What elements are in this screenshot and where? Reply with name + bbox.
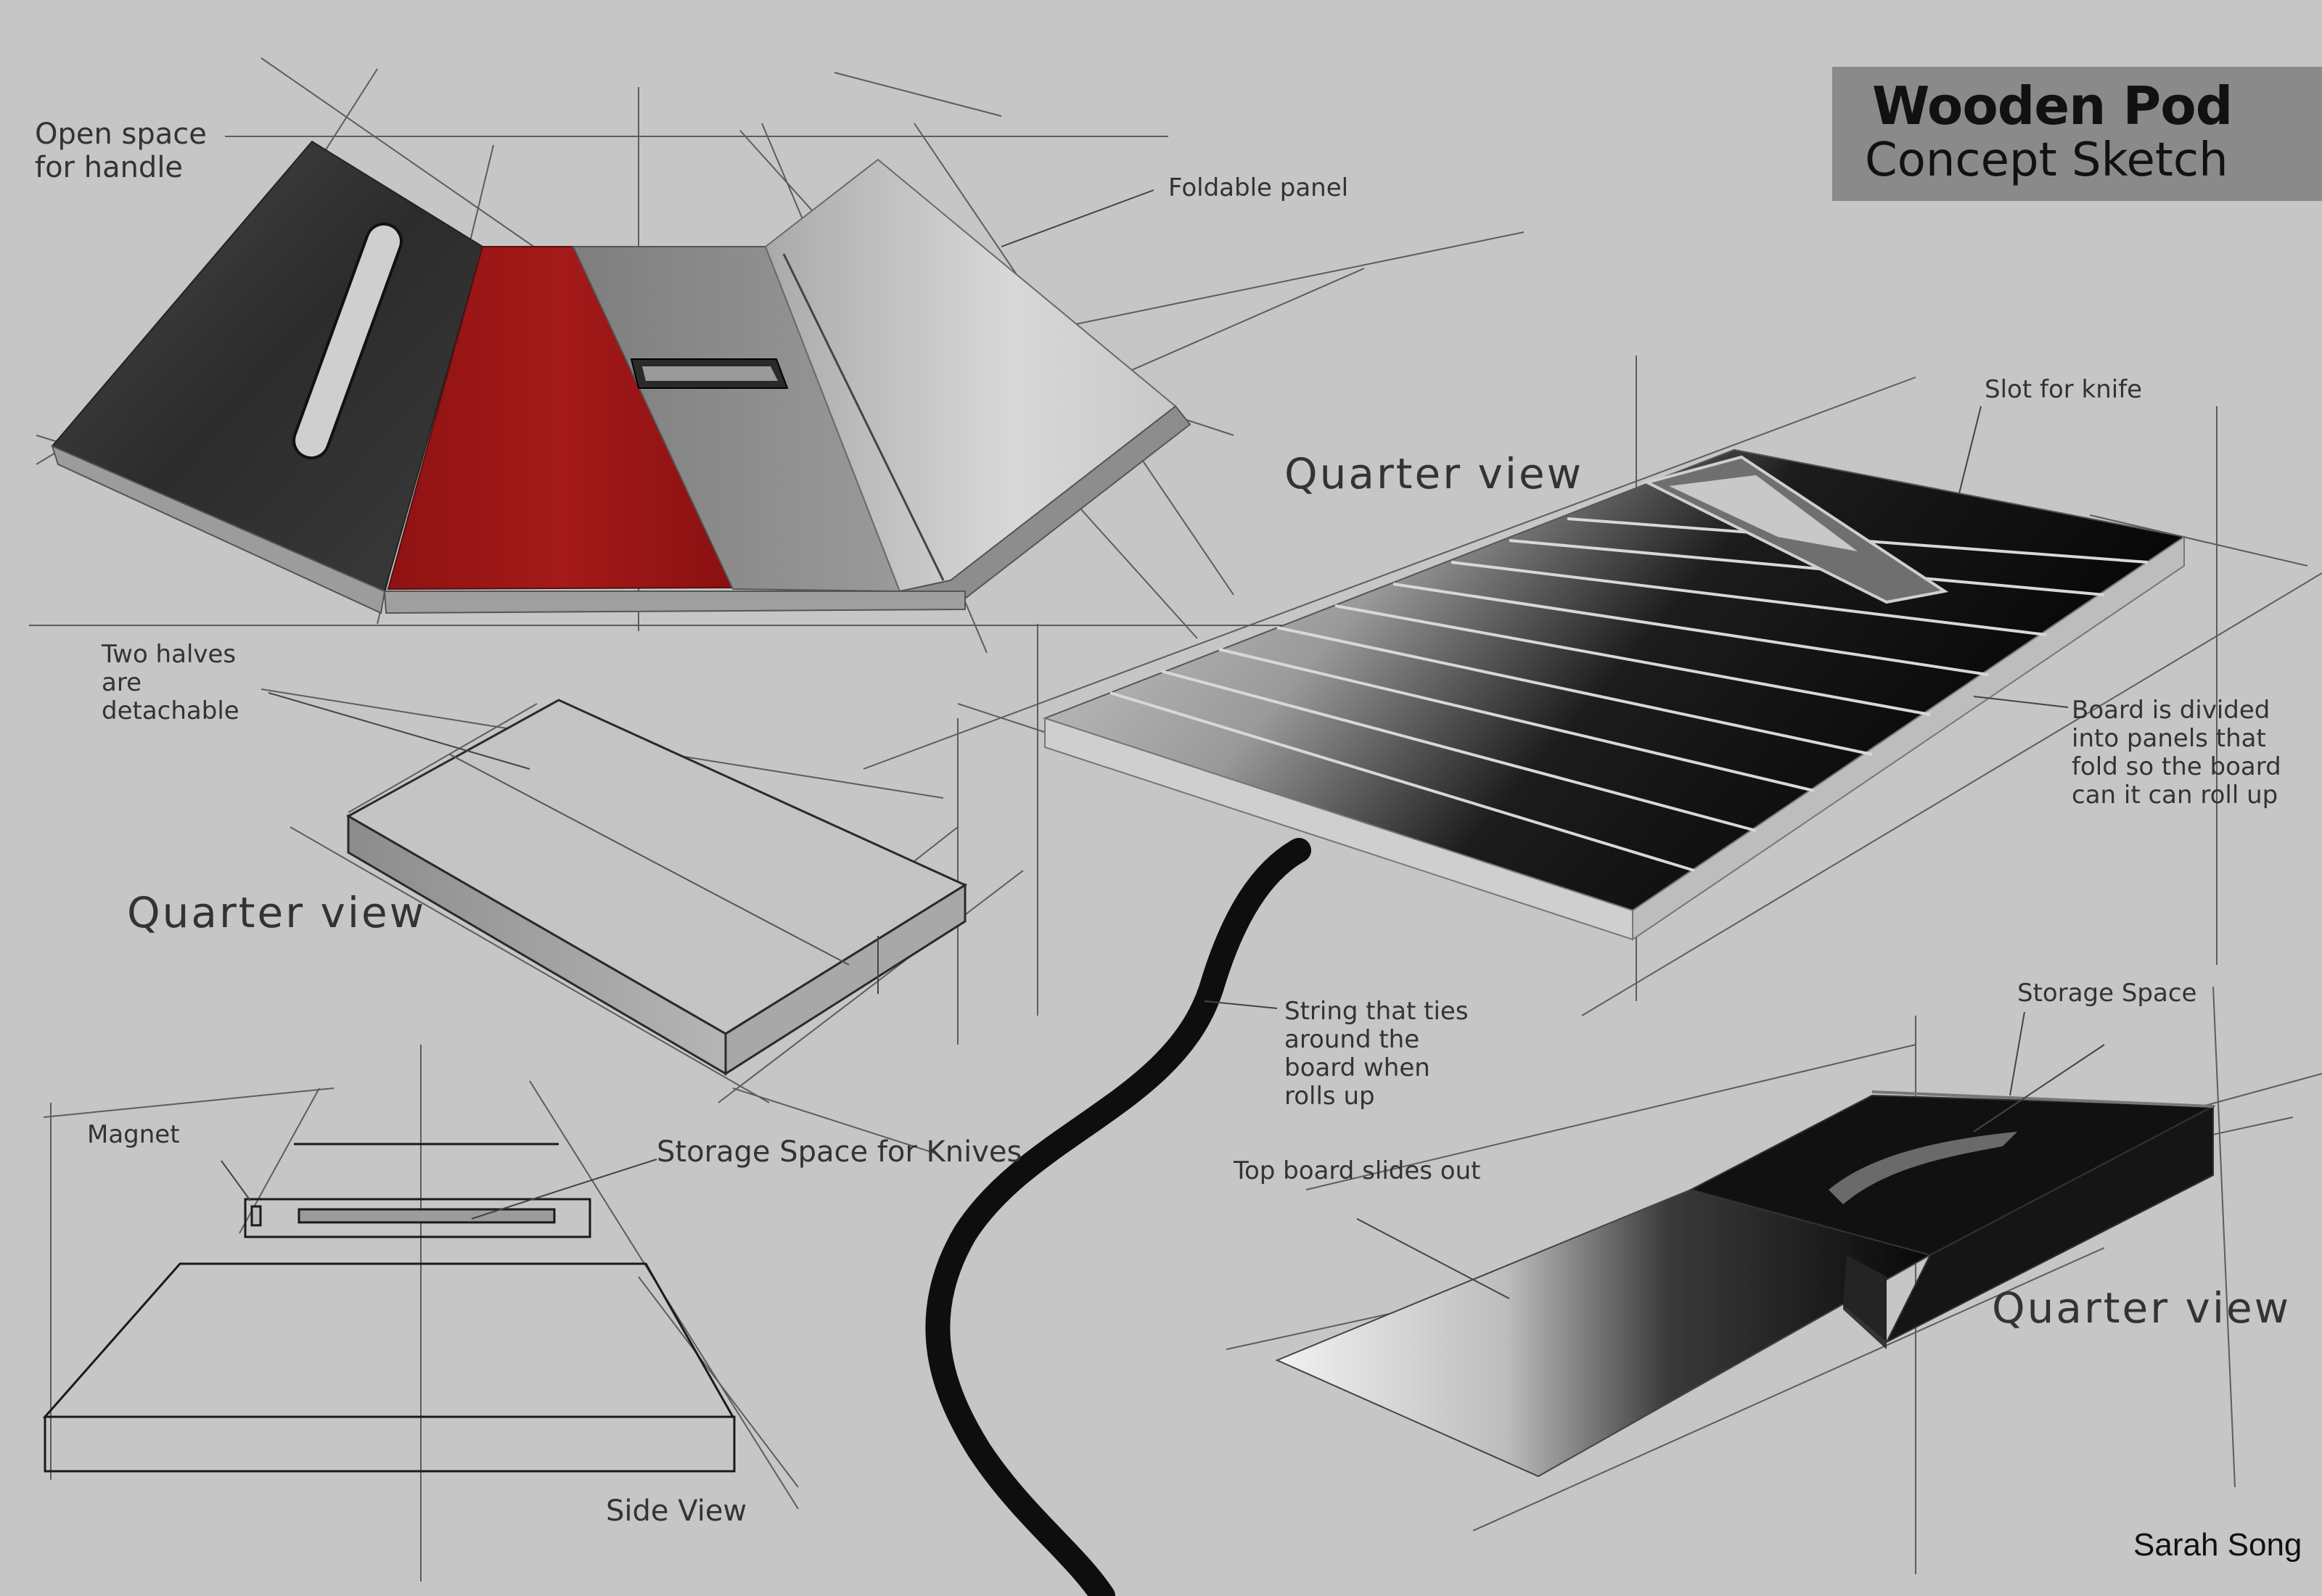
label-quarter-view-top: Quarter view <box>1284 450 1583 498</box>
label-slot-for-knife: Slot for knife <box>1985 376 2142 404</box>
author-signature: Sarah Song <box>2133 1527 2302 1563</box>
label-board-divided: Board is divided into panels that fold s… <box>2072 696 2318 810</box>
label-open-space-handle: Open space for handle <box>35 118 253 184</box>
label-quarter-view-right: Quarter view <box>1992 1284 2291 1333</box>
label-string-ties: String that ties around the board when r… <box>1284 998 1480 1111</box>
label-two-halves: Two halves are detachable <box>102 641 268 725</box>
label-quarter-view-left: Quarter view <box>127 889 426 937</box>
rollup-board-sketch <box>1045 450 2184 939</box>
label-side-view: Side View <box>606 1494 747 1528</box>
title-main: Wooden Pod <box>1872 75 2232 136</box>
label-storage-space-right: Storage Space <box>2017 979 2196 1008</box>
closed-box-sketch <box>348 700 965 1074</box>
side-view-sketch <box>45 1144 734 1471</box>
label-foldable-panel: Foldable panel <box>1168 174 1348 202</box>
title-sub: Concept Sketch <box>1865 133 2228 187</box>
title-box: Wooden Pod Concept Sketch <box>1832 67 2322 201</box>
open-board-sketch <box>52 141 1190 613</box>
label-storage-space-knives: Storage Space for Knives <box>657 1135 1022 1169</box>
label-top-board-slides: Top board slides out <box>1234 1157 1480 1185</box>
string-sketch <box>938 850 1299 1596</box>
label-magnet: Magnet <box>87 1121 180 1149</box>
